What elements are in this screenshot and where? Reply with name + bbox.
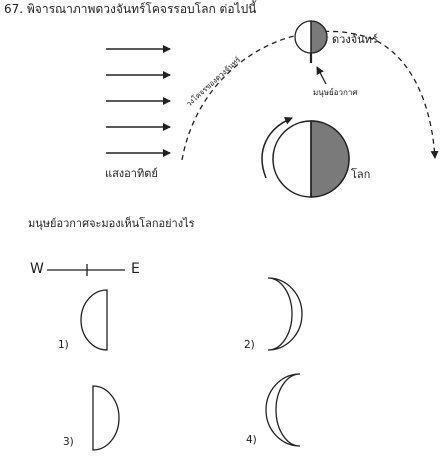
sunlight-label: แสงอาทิตย์: [105, 167, 158, 180]
choice-4-label[interactable]: 4): [246, 434, 257, 446]
choice-2-shape[interactable]: [267, 277, 303, 351]
question-prompt: มนุษย์อวกาศจะมองเห็นโลกอย่างไร: [28, 217, 195, 230]
compass-east: E: [131, 261, 140, 277]
earth: [272, 120, 350, 198]
compass-line: [47, 264, 125, 276]
choice-3-label[interactable]: 3): [63, 436, 74, 448]
moon: [294, 20, 328, 54]
choice-1-shape[interactable]: [80, 289, 108, 351]
question-title: 67. พิจารณาภาพดวงจันทร์โคจรรอบโลก ต่อไปน…: [4, 2, 257, 16]
choice-1-label[interactable]: 1): [58, 339, 69, 351]
compass-west: W: [30, 261, 44, 277]
astronaut-pointer-arrow: [316, 66, 327, 85]
choice-4-shape[interactable]: [265, 373, 301, 447]
astronaut-label: มนุษย์อวกาศ: [313, 88, 358, 97]
orbit-label: วงโคจรของดวงจันทร์: [184, 55, 242, 108]
moon-orbit-path: [181, 30, 439, 161]
choice-2-label[interactable]: 2): [244, 339, 255, 351]
sunlight-arrows: [106, 45, 171, 157]
moon-label: ดวงจันทร์: [332, 33, 378, 46]
earth-label: โลก: [351, 168, 371, 181]
earth-rotation-arrow: [261, 117, 293, 179]
choice-3-shape[interactable]: [92, 385, 120, 451]
